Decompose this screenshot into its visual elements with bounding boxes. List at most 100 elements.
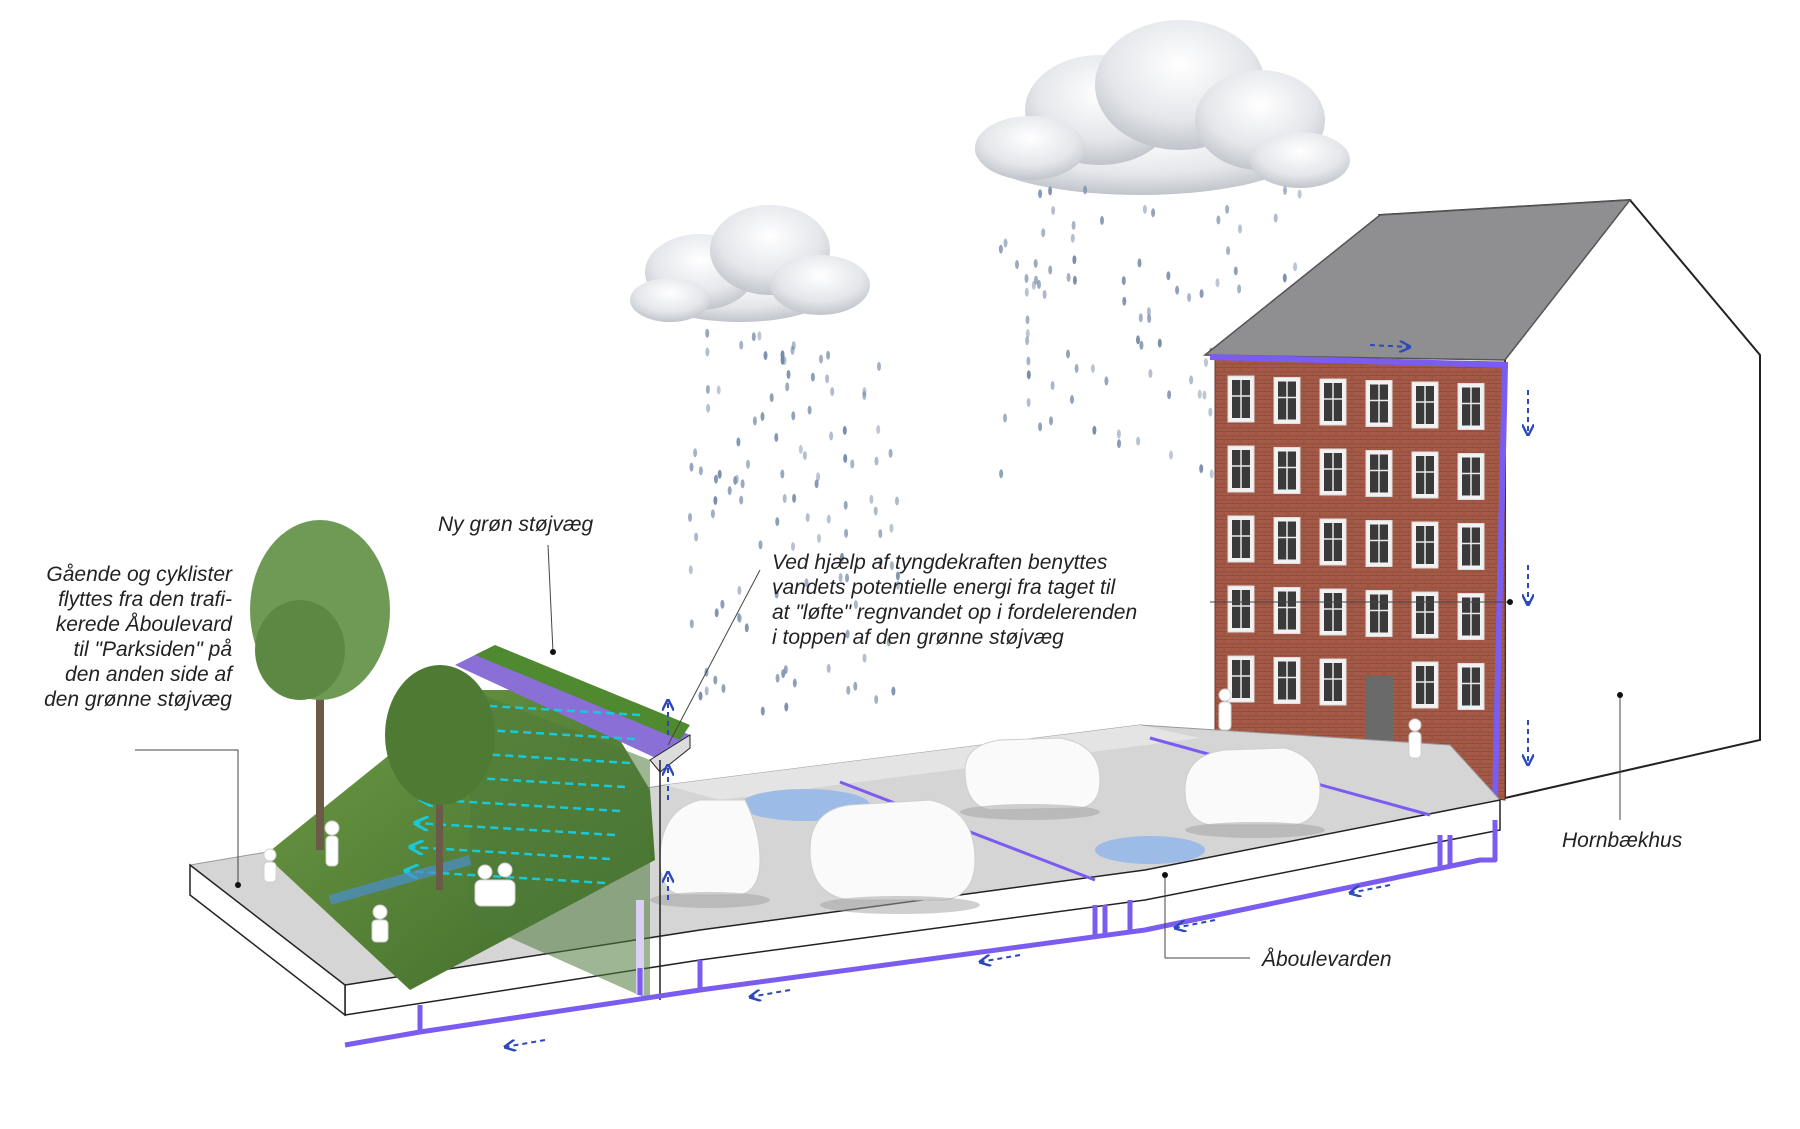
raindrop xyxy=(688,512,692,522)
raindrop xyxy=(1042,290,1047,299)
raindrop xyxy=(746,459,750,469)
building-window xyxy=(1319,518,1347,566)
flow-arrows xyxy=(505,345,1528,1047)
car-2 xyxy=(809,799,980,914)
raindrop xyxy=(714,608,719,618)
raindrop xyxy=(1122,296,1127,306)
raindrop xyxy=(1121,276,1126,286)
raindrop xyxy=(1051,206,1056,215)
raindrop xyxy=(790,345,795,355)
wall-water-arrow xyxy=(415,823,616,837)
raindrop xyxy=(862,653,867,663)
raindrop xyxy=(1026,356,1031,366)
people-silhouettes xyxy=(263,688,1422,943)
tree-small xyxy=(385,665,495,890)
tree-tall xyxy=(250,520,390,850)
raindrop xyxy=(782,494,787,503)
building-window xyxy=(1365,520,1393,567)
raindrop xyxy=(1070,395,1074,404)
raindrop xyxy=(1090,364,1095,373)
raindrop xyxy=(1187,293,1192,302)
raindrop xyxy=(751,332,756,342)
raindrop xyxy=(1237,284,1242,294)
raindrop xyxy=(1071,220,1076,230)
raindrop xyxy=(1003,238,1008,248)
raindrop xyxy=(774,589,779,599)
leader-dots xyxy=(235,599,1623,888)
raindrop xyxy=(874,456,879,466)
building-window xyxy=(1457,663,1485,710)
raindrop xyxy=(1041,228,1046,238)
raindrop xyxy=(1189,375,1194,385)
raindrop xyxy=(734,474,739,484)
green-noise-wall xyxy=(265,645,691,1000)
raindrop xyxy=(740,479,745,489)
raindrop xyxy=(878,529,883,539)
raindrop xyxy=(1074,363,1079,373)
raindrop xyxy=(853,681,858,691)
raindrop xyxy=(1166,271,1171,281)
raindrop xyxy=(825,374,830,384)
drain-pipe xyxy=(344,820,1498,1048)
raindrop xyxy=(1025,315,1030,325)
raindrop xyxy=(846,685,851,695)
building-window xyxy=(1365,450,1393,497)
raindrop xyxy=(817,533,821,543)
building-window xyxy=(1319,658,1347,706)
flow-arrow xyxy=(750,989,791,997)
raindrop xyxy=(1225,204,1230,214)
raindrop xyxy=(736,437,741,447)
raindrop xyxy=(1038,422,1043,432)
raindrop xyxy=(889,523,894,533)
raindrop xyxy=(1015,260,1019,269)
raindrop xyxy=(757,331,762,341)
raindrop xyxy=(1297,189,1302,199)
raindrop xyxy=(760,412,765,421)
raindrop xyxy=(1197,389,1202,399)
raindrop xyxy=(1209,469,1214,479)
raindrop xyxy=(791,411,796,421)
raindrop xyxy=(843,500,848,510)
raindrop xyxy=(775,517,780,527)
raindrop xyxy=(999,469,1004,479)
raindrop xyxy=(769,393,774,403)
raindrop xyxy=(1037,279,1041,289)
car-1 xyxy=(650,799,770,908)
building-window xyxy=(1273,587,1301,634)
raindrop xyxy=(1233,266,1238,276)
raindrop xyxy=(1024,274,1029,283)
car-4 xyxy=(1184,747,1325,838)
raindrop xyxy=(717,469,722,479)
raindrop xyxy=(720,599,725,609)
building-window xyxy=(1273,657,1301,704)
raindrop xyxy=(1049,416,1053,426)
raindrop xyxy=(891,686,896,696)
building-window xyxy=(1365,380,1393,427)
raindrop xyxy=(1070,233,1075,243)
building-window xyxy=(1227,515,1255,563)
raindrop xyxy=(1138,313,1143,323)
raindrop xyxy=(1083,185,1088,195)
raindrop xyxy=(1066,272,1071,282)
raindrop xyxy=(798,444,803,454)
raindrop xyxy=(689,619,694,629)
raindrop xyxy=(830,387,835,397)
wall-water-arrow xyxy=(440,703,641,717)
raindrop xyxy=(1033,259,1038,268)
raindrop xyxy=(1283,186,1287,195)
raindrop xyxy=(1024,287,1029,297)
raindrop xyxy=(1137,258,1142,268)
building-window xyxy=(1411,521,1439,569)
raindrop xyxy=(1157,338,1162,348)
raindrop xyxy=(1226,246,1231,256)
raindrop xyxy=(698,691,703,701)
raindrop xyxy=(819,354,823,364)
raindrop xyxy=(694,532,699,542)
raindrop xyxy=(843,453,848,463)
raindrop xyxy=(705,347,710,357)
raindrop xyxy=(1034,275,1038,285)
building-window xyxy=(1273,377,1301,424)
building-window xyxy=(1457,383,1485,430)
wall-water-arrow xyxy=(420,799,621,813)
building-hornbaekhus xyxy=(1202,198,1761,801)
